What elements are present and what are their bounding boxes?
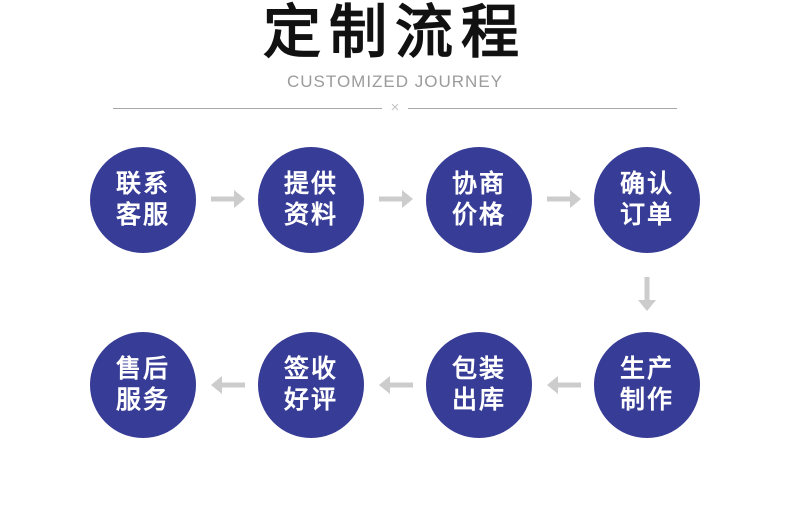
step-label-line: 联系 [115, 170, 170, 198]
arrow-down-icon [638, 277, 656, 311]
step-label-line: 好评 [283, 386, 338, 414]
step-label-line: 售后 [115, 355, 170, 383]
step-label-line: 制作 [619, 386, 674, 414]
step-sign-and-review: 签收 好评 [258, 332, 364, 438]
page-subtitle: CUSTOMIZED JOURNEY [286, 72, 504, 91]
arrow-right-icon [379, 190, 413, 208]
step-label-line: 价格 [451, 201, 506, 229]
step-provide-materials: 提供 资料 [258, 147, 364, 253]
step-label-line: 客服 [115, 201, 170, 229]
divider: × [113, 99, 678, 116]
step-label-line: 提供 [283, 170, 338, 198]
divider-line-left [113, 107, 382, 109]
step-label-line: 订单 [619, 201, 674, 229]
step-production: 生产 制作 [594, 332, 700, 438]
arrow-left-icon [211, 376, 245, 394]
step-label-line: 生产 [619, 355, 674, 383]
step-label-line: 服务 [115, 386, 170, 414]
step-label-line: 签收 [283, 355, 338, 383]
page-title: 定制流程 [262, 0, 527, 65]
arrow-right-icon [211, 190, 245, 208]
step-label-line: 资料 [283, 201, 338, 229]
step-label-line: 出库 [451, 386, 506, 414]
step-label-line: 包装 [451, 355, 506, 383]
arrow-right-icon [547, 190, 581, 208]
step-pack-and-ship: 包装 出库 [426, 332, 532, 438]
divider-line-right [408, 107, 678, 109]
step-after-sales-service: 售后 服务 [90, 332, 196, 438]
step-label-line: 确认 [619, 170, 674, 198]
step-negotiate-price: 协商 价格 [426, 147, 532, 253]
divider-x-icon: × [390, 99, 400, 116]
step-contact-service: 联系 客服 [90, 147, 196, 253]
step-confirm-order: 确认 订单 [594, 147, 700, 253]
step-label-line: 协商 [451, 170, 506, 198]
arrow-left-icon [547, 376, 581, 394]
arrow-left-icon [379, 376, 413, 394]
